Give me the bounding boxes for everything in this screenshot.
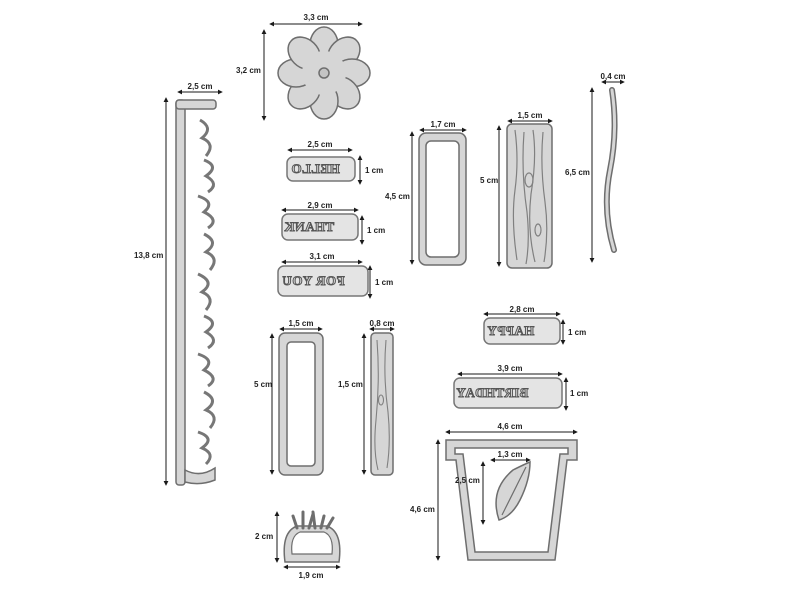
frame-height-label: 4,5 cm [385,192,410,201]
plank-height-label: 5 cm [480,176,499,185]
stick-height-label: 1,5 cm [338,380,363,389]
hello-width-label: 2,5 cm [307,140,333,149]
small-grass-die [283,510,341,563]
frame-die [418,132,467,266]
foryou-die-lettering: FOR YOU [282,273,346,289]
border-width-label: 2,5 cm [187,82,213,91]
hello-die [286,156,356,182]
happy-die [483,317,561,345]
happy-width-label: 2,8 cm [509,305,535,314]
leaf-height-label: 2,5 cm [455,476,480,485]
leaf-width-label: 1,3 cm [497,450,523,459]
frame-width-label: 1,7 cm [430,120,456,129]
grass-width-label: 1,9 cm [298,571,324,580]
foryou-height-label: 1 cm [375,278,394,287]
foryou-width-label: 3,1 cm [309,252,335,261]
thank-die [281,213,359,241]
pot-width-label: 4,6 cm [497,422,523,431]
thank-width-label: 2,9 cm [307,201,333,210]
post-height-label: 5 cm [254,380,273,389]
birthday-die-lettering: BIRTHDAY [456,385,529,401]
birthday-width-dimension [457,371,569,411]
wire-die [603,87,618,253]
happy-die-lettering: HAPPY [487,323,535,339]
stick-width-label: 0,8 cm [369,319,395,328]
border-height-label: 13,8 cm [134,251,164,260]
birthday-die [453,377,563,409]
flower-height-label: 3,2 cm [236,66,261,75]
grass-border-die [175,99,217,486]
wood-plank-die [506,123,553,269]
hello-height-label: 1 cm [365,166,384,175]
birthday-width-label: 3,9 cm [497,364,523,373]
wire-width-label: 0,4 cm [600,72,626,81]
flower-width-label: 3,3 cm [303,13,329,22]
thank-height-label: 1 cm [367,226,386,235]
post-width-label: 1,5 cm [288,319,314,328]
thank-die-lettering: THANK [284,219,335,235]
wood-stick-die [370,332,394,476]
plank-width-label: 1,5 cm [517,111,543,120]
sign-post-die [278,332,324,476]
thank-width-dimension [281,207,365,245]
hello-die-lettering: HELLO [291,161,341,177]
foryou-width-dimension [281,259,373,299]
grass-height-label: 2 cm [255,532,274,541]
happy-height-label: 1 cm [568,328,587,337]
pot-height-label: 4,6 cm [410,505,435,514]
wire-height-label: 6,5 cm [565,168,590,177]
hello-width-dimension [287,147,363,185]
happy-width-dimension [483,311,566,345]
birthday-height-label: 1 cm [570,389,589,398]
flower-die [277,26,371,120]
